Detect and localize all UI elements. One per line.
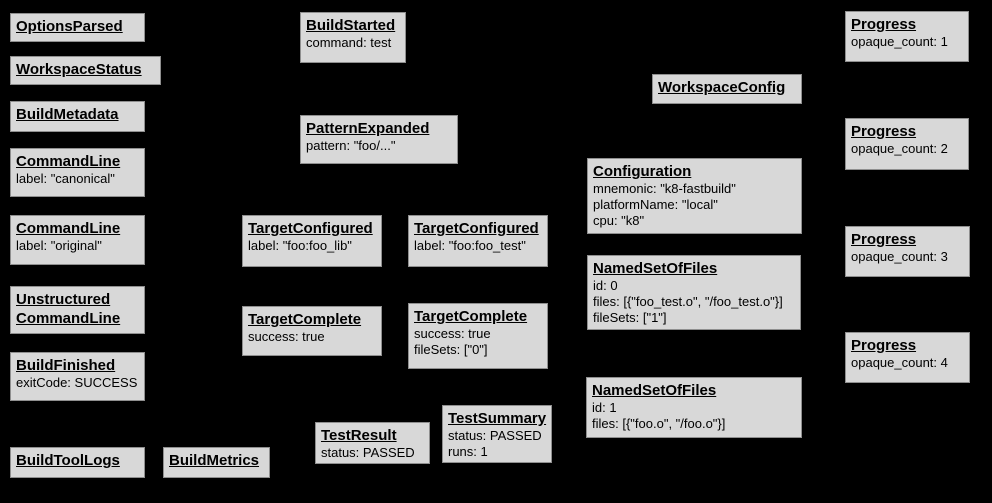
node-title: OptionsParsed [16, 18, 123, 35]
node-title: BuildMetrics [169, 452, 260, 469]
node-workspace-config: WorkspaceConfig [652, 74, 802, 104]
node-title: Progress [851, 231, 917, 248]
node-target-configured-foo-lib: TargetConfigured label: "foo:foo_lib" [242, 215, 382, 267]
node-field: success: true [248, 329, 325, 344]
node-progress-2: Progress opaque_count: 2 [845, 118, 969, 170]
node-field: fileSets: ["1"] [593, 310, 667, 325]
node-field: label: "foo:foo_lib" [248, 238, 352, 253]
node-field: id: 0 [593, 278, 618, 293]
node-title: TargetConfigured [414, 220, 539, 237]
node-target-configured-foo-test: TargetConfigured label: "foo:foo_test" [408, 215, 548, 267]
node-options-parsed: OptionsParsed [10, 13, 145, 42]
node-progress-1: Progress opaque_count: 1 [845, 11, 969, 62]
node-field: opaque_count: 3 [851, 249, 948, 264]
node-build-finished: BuildFinished exitCode: SUCCESS [10, 352, 145, 401]
node-title: Progress [851, 123, 917, 140]
node-title: TargetComplete [248, 311, 362, 328]
node-field: command: test [306, 35, 392, 50]
node-title: TargetConfigured [248, 220, 373, 237]
node-field: platformName: "local" [593, 197, 718, 212]
node-field: label: "foo:foo_test" [414, 238, 526, 253]
node-workspace-status: WorkspaceStatus [10, 56, 161, 85]
node-command-line-original: CommandLine label: "original" [10, 215, 145, 265]
node-title-line2: CommandLine [16, 310, 121, 327]
node-title: PatternExpanded [306, 120, 430, 137]
node-field: opaque_count: 4 [851, 355, 948, 370]
node-title: TargetComplete [414, 308, 528, 325]
node-configuration: Configuration mnemonic: "k8-fastbuild" p… [587, 158, 802, 234]
node-test-result: TestResult status: PASSED [315, 422, 430, 464]
node-build-started: BuildStarted command: test [300, 12, 406, 63]
node-title: BuildToolLogs [16, 452, 120, 469]
node-title: NamedSetOfFiles [593, 260, 718, 277]
node-field: pattern: "foo/..." [306, 138, 396, 153]
node-title: Configuration [593, 163, 692, 180]
node-title: BuildFinished [16, 357, 116, 374]
node-test-summary: TestSummary status: PASSED runs: 1 [442, 405, 552, 463]
node-field: id: 1 [592, 400, 617, 415]
node-title: NamedSetOfFiles [592, 382, 717, 399]
node-field: exitCode: SUCCESS [16, 375, 138, 390]
node-field: files: [{"foo.o", "/foo.o"}] [592, 416, 726, 431]
node-title: TestSummary [448, 410, 547, 427]
node-title: BuildStarted [306, 17, 396, 34]
node-target-complete-foo-lib: TargetComplete success: true [242, 306, 382, 356]
node-build-metrics: BuildMetrics [163, 447, 270, 478]
node-build-tool-logs: BuildToolLogs [10, 447, 145, 478]
node-progress-3: Progress opaque_count: 3 [845, 226, 970, 277]
node-field: opaque_count: 1 [851, 34, 948, 49]
node-named-set-of-files-0: NamedSetOfFiles id: 0 files: [{"foo_test… [587, 255, 801, 330]
node-title: CommandLine [16, 153, 121, 170]
node-title: WorkspaceConfig [658, 79, 786, 96]
node-field: mnemonic: "k8-fastbuild" [593, 181, 736, 196]
node-field: status: PASSED [321, 445, 415, 460]
node-title: Unstructured [16, 291, 111, 308]
node-unstructured-command-line: Unstructured CommandLine [10, 286, 145, 334]
node-field: success: true [414, 326, 491, 341]
node-title: BuildMetadata [16, 106, 119, 123]
node-target-complete-foo-test: TargetComplete success: true fileSets: [… [408, 303, 548, 369]
node-pattern-expanded: PatternExpanded pattern: "foo/..." [300, 115, 458, 164]
node-field: label: "original" [16, 238, 102, 253]
node-title: Progress [851, 337, 917, 354]
node-title: WorkspaceStatus [16, 61, 142, 78]
node-field: opaque_count: 2 [851, 141, 948, 156]
node-title: Progress [851, 16, 917, 33]
node-field: runs: 1 [448, 444, 488, 459]
node-progress-4: Progress opaque_count: 4 [845, 332, 970, 383]
node-command-line-canonical: CommandLine label: "canonical" [10, 148, 145, 197]
node-field: status: PASSED [448, 428, 542, 443]
node-field: fileSets: ["0"] [414, 342, 488, 357]
node-field: files: [{"foo_test.o", "/foo_test.o"}] [593, 294, 783, 309]
node-build-metadata: BuildMetadata [10, 101, 145, 132]
node-title: CommandLine [16, 220, 121, 237]
node-named-set-of-files-1: NamedSetOfFiles id: 1 files: [{"foo.o", … [586, 377, 802, 438]
node-field: cpu: "k8" [593, 213, 645, 228]
node-field: label: "canonical" [16, 171, 115, 186]
node-title: TestResult [321, 427, 397, 444]
